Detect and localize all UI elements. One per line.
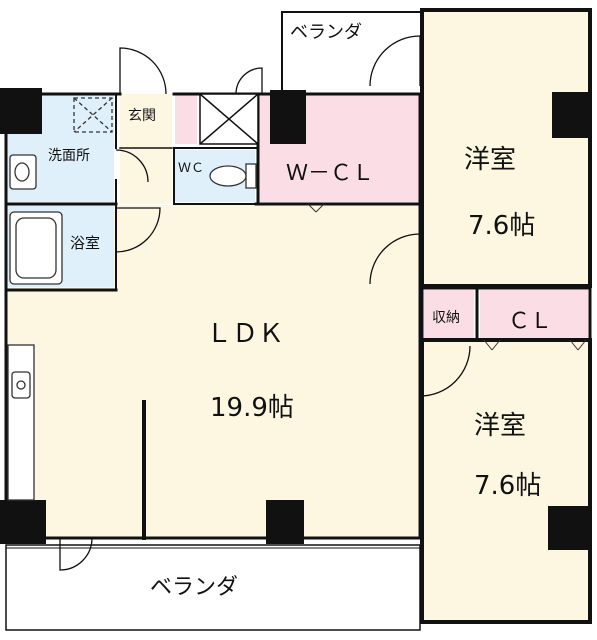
label-bath: 浴室 [70,234,100,252]
label-storage: 収納 [432,310,460,326]
labels: ベランダ 玄関 洗面所 ＷＣ Ｗ－ＣＬ 浴室 洋室 7.6帖 収納 ＣＬ ＬＤＫ… [48,22,552,600]
room-genkan [120,94,172,204]
doors [59,35,471,571]
entry-hatch [199,93,259,145]
label-wc: ＷＣ [178,161,204,176]
room-fills [6,12,588,620]
pillars [0,88,592,550]
room-cl [480,290,588,338]
room-storage [424,290,474,338]
label-veranda-bottom: ベランダ [150,575,238,600]
label-genkan: 玄関 [128,107,156,124]
label-veranda-top: ベランダ [290,22,362,43]
label-bedroom-1-area: 7.6帖 [468,211,535,241]
toilet-icon [209,163,257,189]
label-wcl: Ｗ－ＣＬ [286,161,374,186]
label-bedroom-2-area: 7.6帖 [474,471,541,501]
kitchen-counter-icon [7,344,35,501]
room-bedroom-1 [424,12,588,284]
room-bedroom-2 [424,342,588,620]
label-bedroom-1: 洋室 [464,145,516,175]
label-washroom: 洗面所 [48,148,90,164]
label-ldk: ＬＤＫ [206,319,284,349]
fixtures [7,97,257,501]
tick-marks [307,203,587,351]
shoe-cabinet [175,94,197,144]
label-cl: ＣＬ [508,309,552,334]
label-ldk-area: 19.9帖 [210,393,294,423]
label-bedroom-2: 洋室 [474,411,526,441]
